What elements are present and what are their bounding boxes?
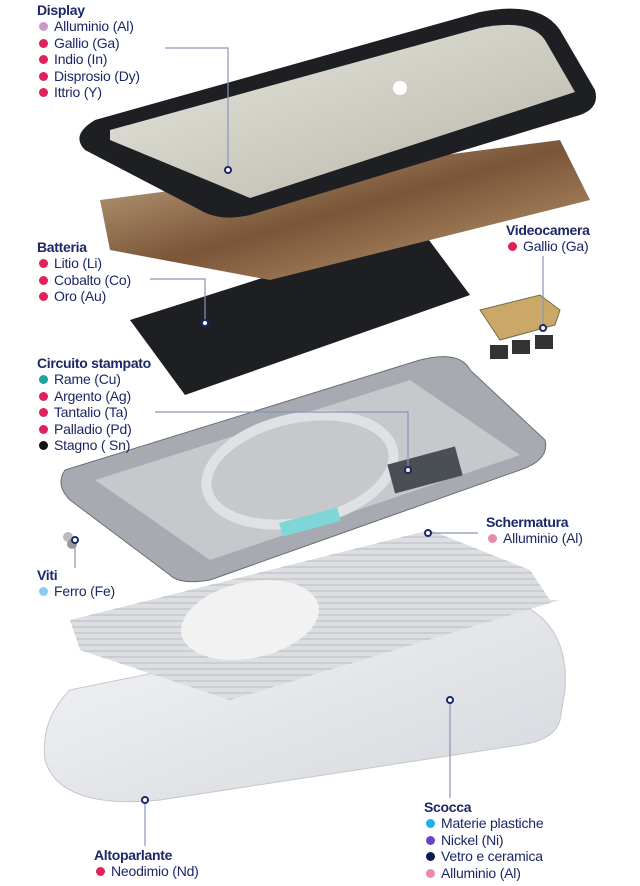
material-label: Gallio (Ga) (523, 238, 589, 254)
material-label: Cobalto (Co) (54, 271, 131, 288)
material-item: Alluminio (Al) (486, 530, 583, 547)
material-label: Oro (Au) (54, 288, 107, 304)
material-dot-icon (39, 259, 48, 268)
material-label: Vetro e ceramica (441, 848, 543, 864)
material-item: Alluminio (Al) (37, 18, 140, 35)
material-label: Gallio (Ga) (54, 34, 120, 51)
material-label: Alluminio (Al) (441, 864, 521, 881)
material-item: Litio (Li) (37, 255, 131, 272)
material-label: Rame (Cu) (54, 371, 121, 387)
legend-title-viti: Viti (37, 567, 58, 583)
material-dot-icon (488, 534, 497, 543)
legend-title-altoparlante: Altoparlante (94, 847, 173, 863)
material-item: Stagno ( Sn) (37, 437, 151, 454)
battery (130, 228, 470, 395)
camera-module (479, 294, 561, 341)
material-dot-icon (39, 71, 48, 81)
legend-title-videocamera: Videocamera (506, 222, 590, 238)
material-dot-icon (96, 867, 105, 876)
material-label: Alluminio (Al) (54, 18, 134, 34)
material-label: Litio (Li) (54, 255, 102, 271)
material-label: Indio (In) (54, 51, 108, 67)
material-dot-icon (39, 275, 48, 285)
material-dot-icon (39, 408, 48, 417)
material-dot-icon (39, 22, 48, 31)
leader-lines (74, 47, 544, 846)
material-label: Materie plastiche (441, 815, 544, 831)
legend-title-scocca: Scocca (424, 799, 472, 815)
material-dot-icon (508, 242, 517, 251)
material-item: Ferro (Fe) (37, 583, 115, 600)
material-item: Alluminio (Al) (424, 865, 543, 882)
material-item: Neodimio (Nd) (94, 863, 199, 880)
display-backplate (100, 140, 590, 280)
material-dot-icon (39, 55, 48, 64)
material-item: Gallio (Ga) (37, 35, 140, 52)
material-dot-icon (39, 424, 48, 434)
material-item: Gallio (Ga) (506, 238, 590, 255)
material-item: Rame (Cu) (37, 371, 151, 388)
material-item: Argento (Ag) (37, 388, 151, 405)
material-dot-icon (39, 38, 48, 48)
back-cover (43, 599, 566, 803)
material-item: Ittrio (Y) (37, 84, 140, 101)
material-dot-icon (426, 852, 435, 861)
material-item: Nickel (Ni) (424, 832, 543, 849)
material-label: Ittrio (Y) (54, 84, 102, 100)
material-label: Stagno ( Sn) (54, 437, 131, 453)
material-dot-icon (39, 375, 48, 384)
legend-title-schermatura: Schermatura (486, 514, 569, 530)
material-label: Ferro (Fe) (54, 583, 116, 599)
material-item: Cobalto (Co) (37, 272, 131, 289)
material-dot-icon (39, 587, 48, 596)
material-label: Palladio (Pd) (54, 420, 132, 437)
material-label: Neodimio (Nd) (111, 863, 199, 879)
material-dot-icon (426, 819, 435, 828)
leader-markers (71, 166, 547, 804)
material-label: Disprosio (Dy) (54, 67, 140, 84)
material-item: Vetro e ceramica (424, 848, 543, 865)
legend-title-circuito: Circuito stampato (37, 355, 151, 371)
material-dot-icon (39, 88, 48, 97)
material-item: Disprosio (Dy) (37, 68, 140, 85)
material-label: Nickel (Ni) (441, 831, 504, 848)
material-dot-icon (39, 391, 48, 401)
material-item: Oro (Au) (37, 288, 131, 305)
material-dot-icon (39, 441, 48, 450)
legend-title-batteria: Batteria (37, 239, 87, 255)
material-item: Tantalio (Ta) (37, 404, 151, 421)
material-dot-icon (39, 292, 48, 301)
material-item: Indio (In) (37, 51, 140, 68)
material-label: Tantalio (Ta) (54, 404, 128, 420)
material-item: Palladio (Pd) (37, 421, 151, 438)
material-label: Argento (Ag) (54, 387, 131, 404)
material-dot-icon (426, 868, 435, 878)
material-item: Materie plastiche (424, 815, 544, 832)
material-dot-icon (426, 835, 435, 845)
legend-title-display: Display (37, 2, 85, 18)
material-label: Alluminio (Al) (503, 530, 583, 546)
